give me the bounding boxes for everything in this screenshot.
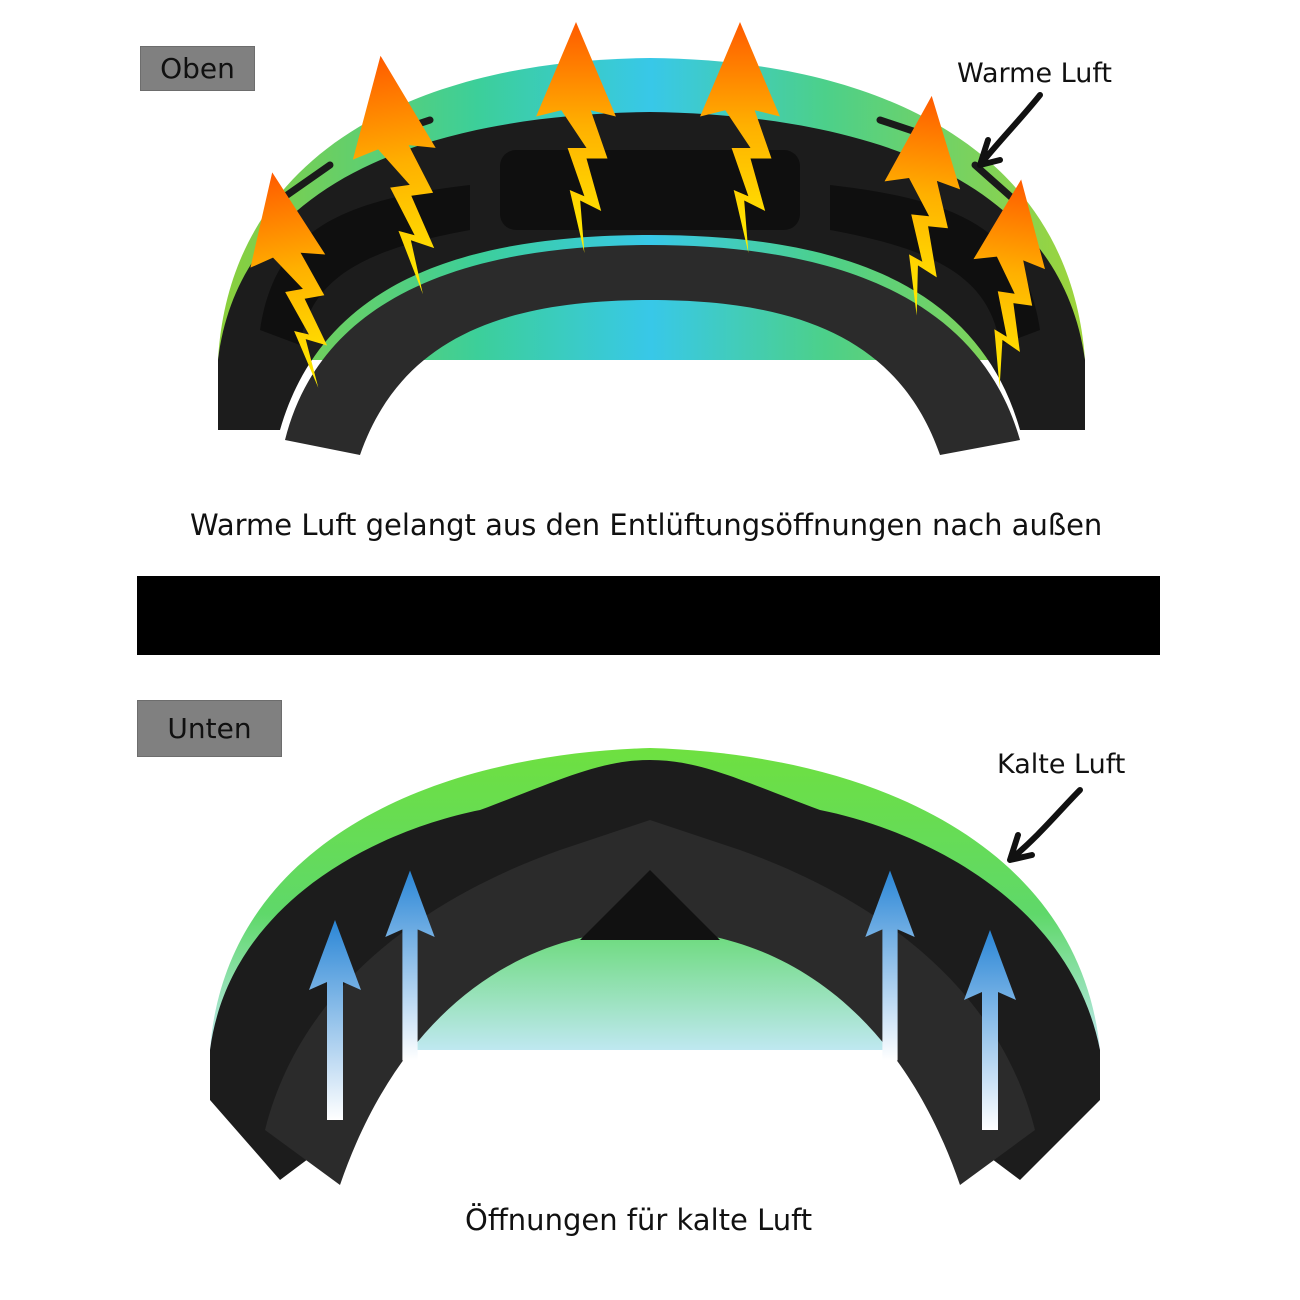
bottom-view-label: Unten	[137, 700, 282, 757]
top-caption: Warme Luft gelangt aus den Entlüftungsöf…	[190, 508, 1103, 542]
black-divider-bar	[137, 576, 1160, 655]
top-goggles	[218, 22, 1085, 455]
cold-air-callout: Kalte Luft	[997, 749, 1126, 780]
bottom-goggles	[210, 748, 1100, 1185]
bottom-caption: Öffnungen für kalte Luft	[465, 1203, 813, 1237]
top-view-label: Oben	[140, 46, 255, 91]
warm-air-callout: Warme Luft	[957, 58, 1112, 89]
